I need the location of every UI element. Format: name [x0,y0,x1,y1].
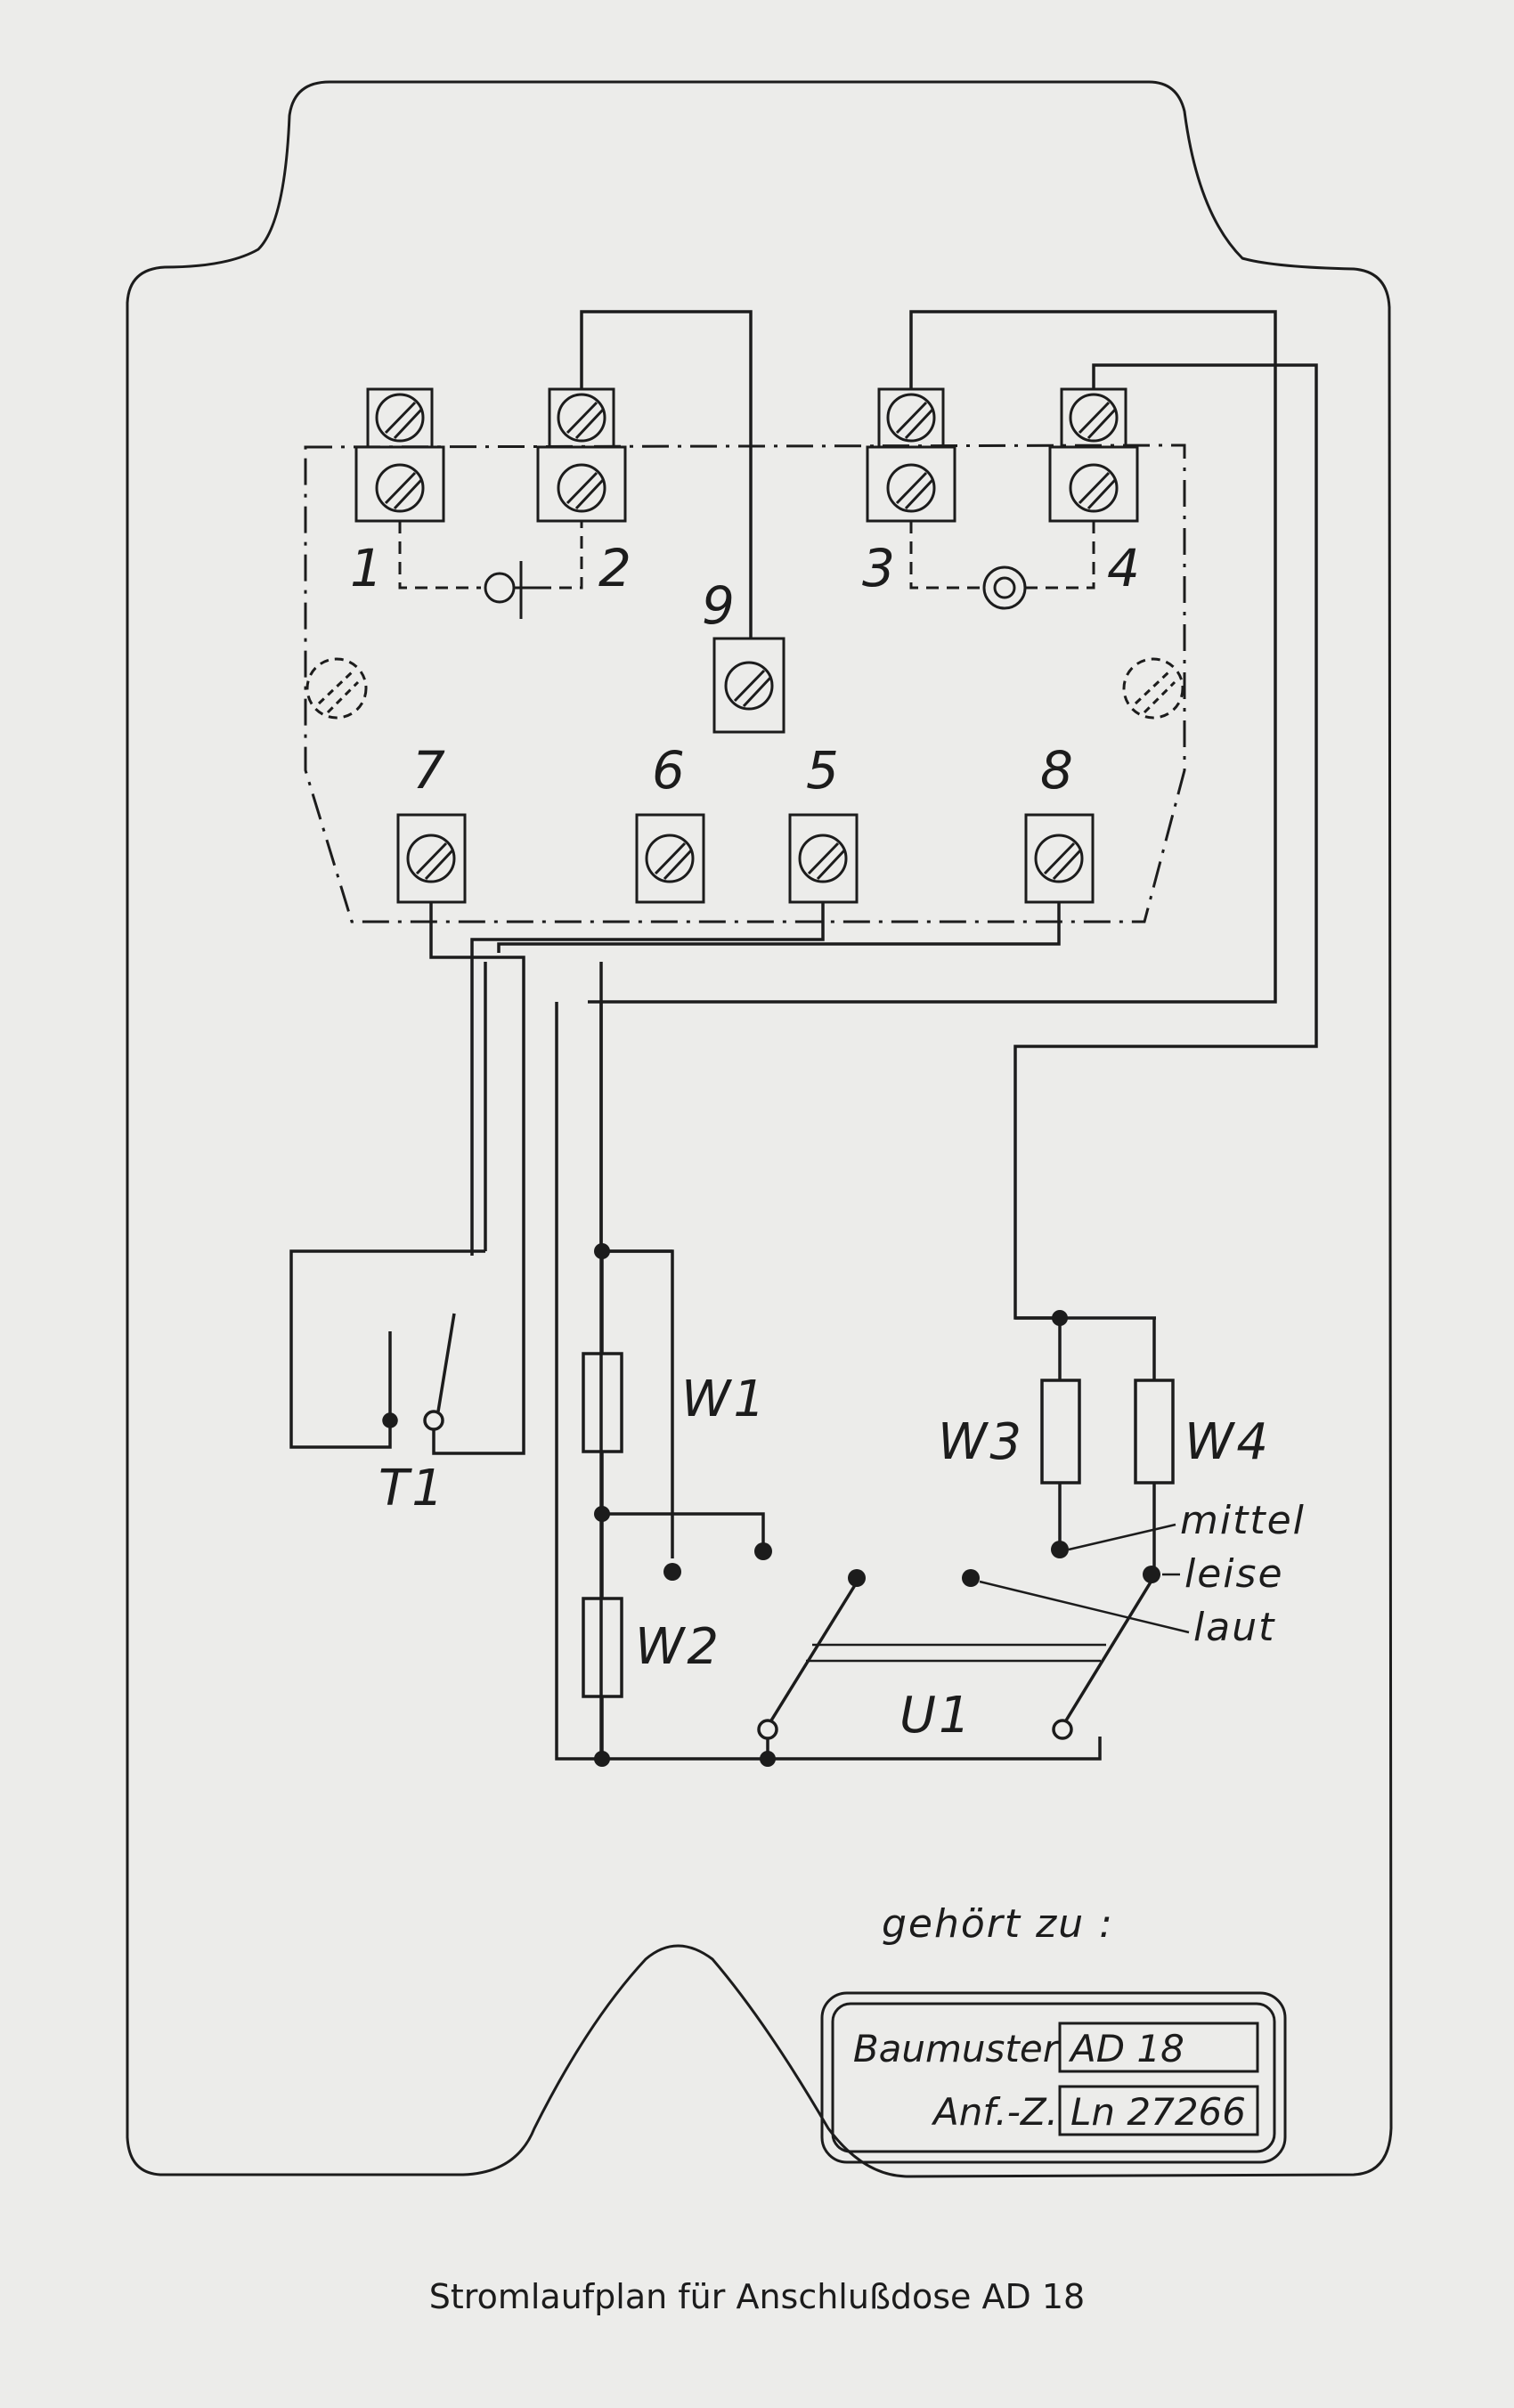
terminal-block-4 [1048,387,1139,523]
wire-4-outer [1013,363,1318,1320]
terminal-label-2: 2 [598,538,631,598]
wire-7-to-t1 [429,902,525,1455]
case-outline [126,80,1393,2178]
position-label-leise: leise [1184,1551,1284,1597]
bridge-1-2 [398,521,583,619]
terminal-block-1 [354,387,445,523]
mounting-hole-right [1122,657,1184,720]
terminal-8 [1024,813,1095,904]
w1-resistor [582,1249,672,1514]
u1-switch [757,1580,1153,1759]
wire-bottom-bus [555,1002,1102,1761]
mounting-hole-left [305,657,368,720]
position-label-mittel: mittel [1180,1498,1306,1543]
terminal-label-7: 7 [412,740,445,801]
position-leaders [979,1523,1190,1634]
terminal-6 [635,813,705,904]
component-label-w2: W2 [635,1618,721,1676]
position-label-laut: laut [1193,1605,1275,1650]
component-label-w4: W4 [1184,1413,1271,1471]
terminal-block-3 [866,387,956,523]
w4-resistor [1134,1318,1175,1574]
terminal-7 [396,813,467,904]
wiring [289,310,1318,1761]
baumuster-value: AD 18 [1068,2027,1184,2070]
junction-dots [594,1243,1160,1767]
base-plate-outline [304,443,1186,923]
anf-label: Anf.-Z. [931,2090,1058,2134]
wire-5-to-w1 [470,902,825,1256]
terminal-label-1: 1 [350,538,383,598]
component-label-w1: W1 [681,1371,768,1428]
component-label-w3: W3 [938,1413,1024,1471]
terminal-block-2 [536,387,627,523]
wire-3-outer [588,310,1277,1004]
diagram-caption: Stromlaufplan für Anschlußdose AD 18 [429,2277,1085,2316]
terminal-label-6: 6 [652,740,685,801]
w3-resistor [1015,1316,1156,1550]
w2-resistor [582,1512,765,1759]
t1-switch [378,1313,472,1455]
baumuster-label: Baumuster [853,2027,1061,2070]
wire-2-to-9 [580,310,753,639]
component-label-u1: U1 [899,1687,973,1745]
wire-t1-loop [289,962,487,1449]
terminal-label-5: 5 [806,740,839,801]
terminal-label-4: 4 [1107,538,1140,598]
nameplate [820,1991,1287,2164]
terminal-label-3: 3 [862,538,895,598]
component-label-t1: T1 [378,1460,446,1517]
anf-value: Ln 27266 [1070,2090,1246,2134]
terminal-label-9: 9 [702,575,735,636]
terminal-5 [788,813,859,904]
terminal-9 [712,637,785,734]
nameplate-heading: gehört zu : [882,1901,1114,1947]
terminal-label-8: 8 [1040,740,1073,801]
bridge-3-4 [909,521,1095,610]
